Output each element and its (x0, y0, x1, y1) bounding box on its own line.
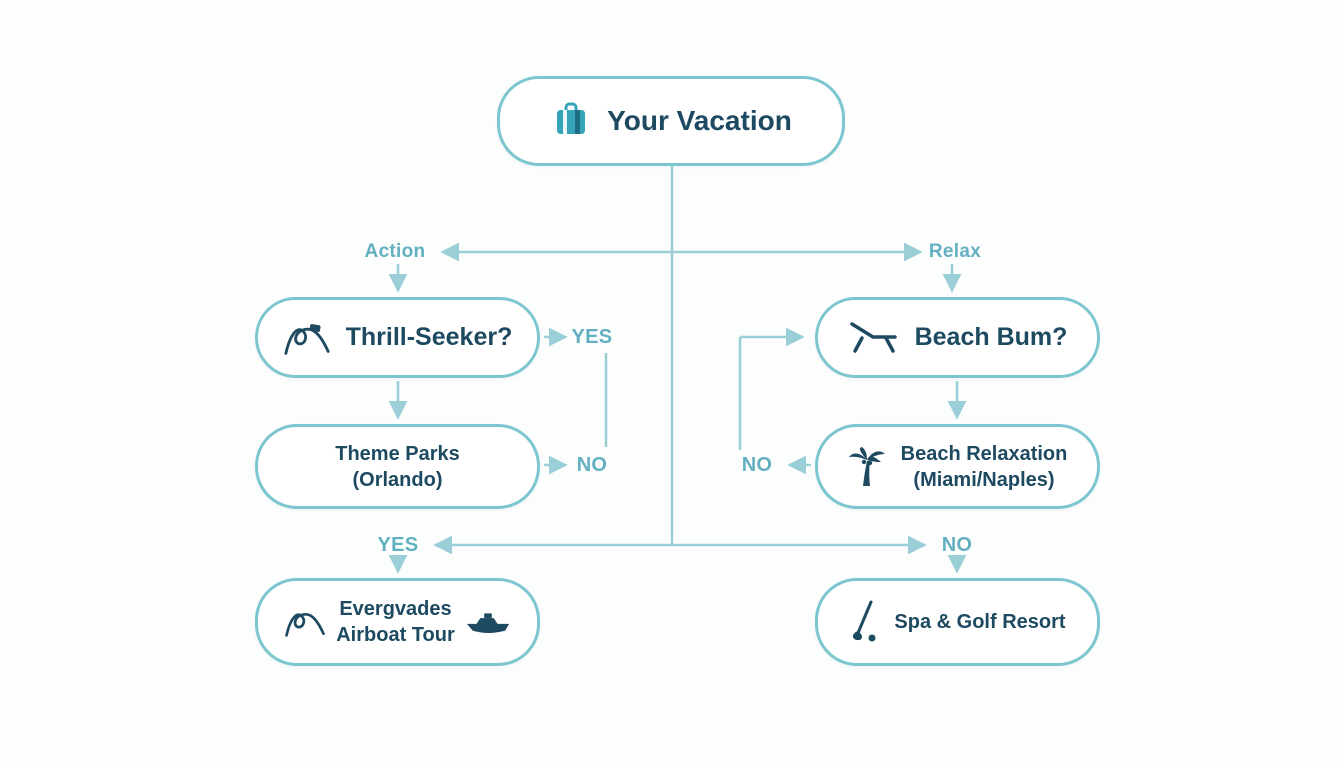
branch-label-action: Action (364, 241, 426, 262)
node-beach-relaxation: Beach Relaxation (Miami/Naples) (815, 424, 1100, 509)
node-your-vacation: Your Vacation (497, 76, 845, 166)
edge-label-loop-no: NO (741, 454, 773, 476)
node-label: Evergvades Airboat Tour (336, 596, 455, 648)
palm-tree-icon (848, 446, 886, 488)
node-label-line1: Theme Parks (335, 442, 460, 465)
node-everglades-airboat: Evergvades Airboat Tour (255, 578, 540, 666)
airboat-icon (465, 609, 511, 635)
node-label: Spa & Golf Resort (894, 611, 1066, 633)
suitcase-icon (550, 100, 592, 142)
roller-coaster-icon (283, 318, 331, 358)
node-thrill-seeker: Thrill-Seeker? (255, 297, 540, 378)
edge-label-bottom-no: NO (941, 534, 973, 556)
node-label-line1: Evergvades (339, 598, 452, 620)
golf-club-icon (849, 600, 879, 644)
node-label-line2: Airboat Tour (336, 624, 455, 646)
node-label-line1: Beach Relaxation (900, 442, 1068, 465)
roller-coaster-icon (284, 604, 326, 640)
edge-label-theme-no: NO (576, 454, 608, 476)
node-label: Beach Bum? (914, 323, 1068, 352)
node-beach-bum: Beach Bum? (815, 297, 1100, 378)
node-label: Theme Parks (Orlando) (335, 441, 460, 493)
beach-lounger-icon (848, 321, 900, 355)
node-label: Thrill-Seeker? (345, 323, 513, 352)
node-theme-parks: Theme Parks (Orlando) (255, 424, 540, 509)
edge-label-bottom-yes: YES (377, 534, 419, 556)
edge-label-thrill-yes: YES (571, 326, 613, 348)
node-label: Beach Relaxation (Miami/Naples) (901, 441, 1068, 493)
node-spa-golf-resort: Spa & Golf Resort (815, 578, 1100, 666)
node-label-line2: (Miami/Naples) (913, 468, 1055, 491)
node-label-line2: (Orlando) (352, 468, 443, 491)
branch-label-relax: Relax (928, 241, 982, 262)
node-label: Your Vacation (607, 104, 792, 136)
